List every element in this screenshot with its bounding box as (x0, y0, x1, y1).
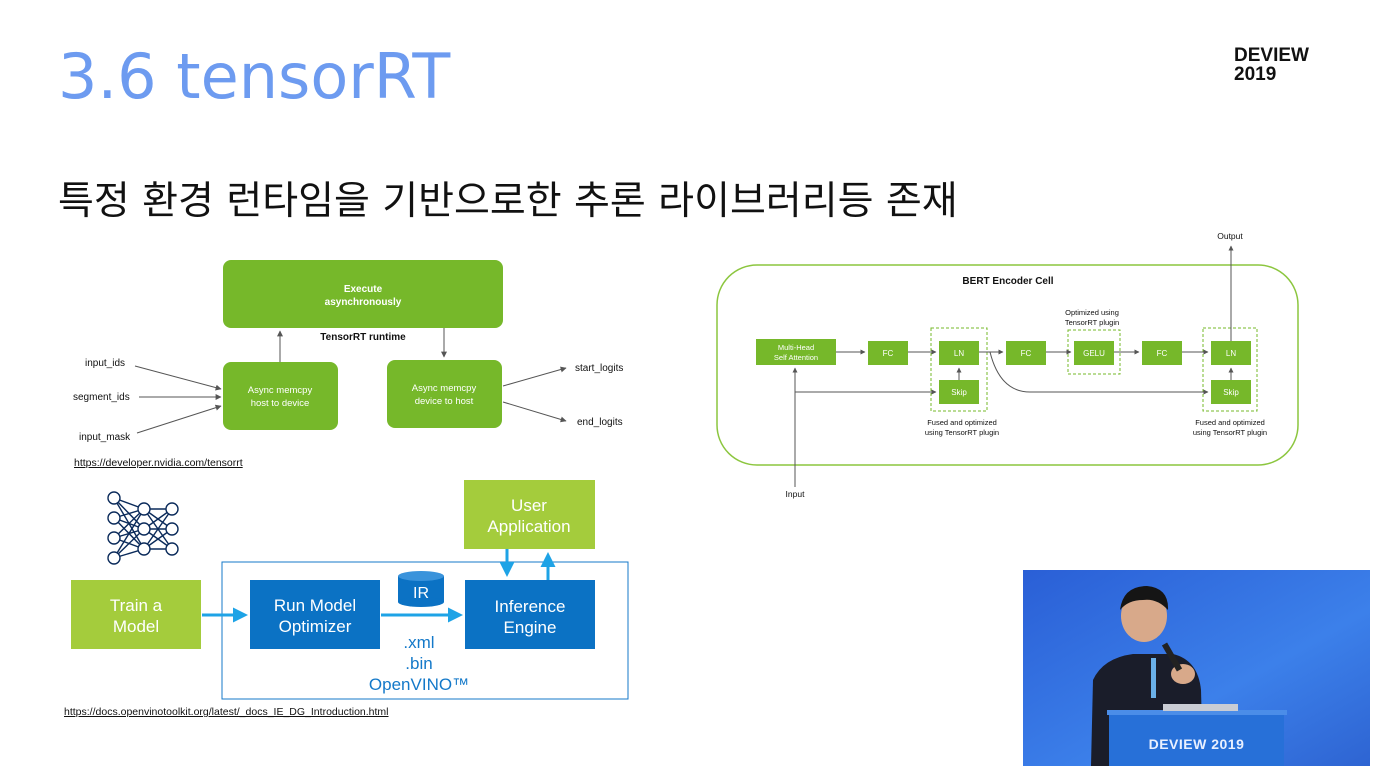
tensorrt-link[interactable]: https://developer.nvidia.com/tensorrt (74, 457, 243, 469)
dashed-group-2 (1202, 327, 1258, 412)
openvino-diagram: Train a Model Run Model Optimizer Infere… (71, 480, 629, 700)
ir-database-icon (398, 571, 444, 607)
d2h-label-1: Async memcpy (412, 383, 477, 394)
gelu-box (1074, 341, 1114, 365)
gelu-label: GELU (1083, 349, 1105, 358)
arrow-start-logits (502, 366, 567, 387)
d2h-label-2: device to host (415, 396, 474, 407)
execute-box (223, 260, 503, 328)
podium-text: DEVIEW 2019 (1148, 736, 1245, 752)
arrow-end-logits (502, 401, 567, 423)
bin-label: .bin (405, 654, 432, 673)
inference-label-2: Engine (504, 618, 557, 637)
inference-engine-box (465, 580, 595, 649)
neural-network-icon (107, 491, 179, 565)
fused-label-1a: Fused and optimized (927, 418, 997, 427)
fc-box-3 (1142, 341, 1182, 365)
optimized-label-2: TensorRT plugin (1065, 318, 1119, 327)
output-label: Output (1217, 231, 1243, 241)
slide-subtitle: 특정 환경 런타임을 기반으로한 추론 라이브러리등 존재 (58, 179, 958, 224)
speaker-head (1121, 590, 1167, 642)
dashed-group-1 (930, 327, 988, 412)
optimizer-label-1: Run Model (274, 596, 356, 615)
optimizer-label-2: Optimizer (279, 617, 352, 636)
skip-label-2: Skip (1223, 388, 1239, 397)
ln-label-1: LN (954, 349, 964, 358)
mha-label-1: Multi-Head (778, 343, 814, 352)
execute-label-2: asynchronously (325, 297, 402, 308)
user-application-box (464, 480, 595, 549)
input-ids-label: input_ids (85, 358, 125, 369)
skip-label-1: Skip (951, 388, 967, 397)
h2d-label-1: Async memcpy (248, 385, 313, 396)
bert-cell-frame (716, 264, 1299, 466)
deview-logo: DEVIEW 2019 (1234, 46, 1309, 84)
segment-ids-label: segment_ids (73, 392, 130, 403)
logo-line-2: 2019 (1234, 64, 1277, 85)
ln-box-2 (1211, 341, 1251, 365)
openvino-brand: OpenVINO™ (369, 675, 469, 694)
user-label-2: Application (487, 517, 570, 536)
execute-label-1: Execute (344, 284, 383, 295)
mha-label-2: Self Attention (774, 353, 818, 362)
bert-encoder-diagram: BERT Encoder Cell Output Input Multi-Hea… (716, 231, 1299, 499)
fc-box-2 (1006, 341, 1046, 365)
openvino-frame (221, 561, 629, 700)
skip-box-2 (1211, 380, 1251, 404)
fused-label-2a: Fused and optimized (1195, 418, 1265, 427)
model-optimizer-box (250, 580, 380, 649)
fused-label-1b: using TensorRT plugin (925, 428, 999, 437)
fc-label-3: FC (1157, 349, 1168, 358)
fc-label-2: FC (1021, 349, 1032, 358)
microphone (1161, 642, 1183, 672)
skip-box-1 (939, 380, 979, 404)
end-logits-label: end_logits (577, 417, 623, 428)
h2d-label-2: host to device (251, 398, 310, 409)
podium (1109, 713, 1284, 766)
user-label-1: User (511, 496, 547, 515)
fused-label-2b: using TensorRT plugin (1193, 428, 1267, 437)
laptop (1163, 704, 1238, 711)
arrow-input-ids (134, 365, 222, 391)
arrow-input-mask (136, 404, 222, 434)
xml-label: .xml (403, 633, 434, 652)
h2d-box (223, 362, 338, 430)
speaker-scene (1023, 570, 1370, 766)
train-label-1: Train a (110, 596, 163, 615)
openvino-link[interactable]: https://docs.openvinotoolkit.org/latest/… (64, 706, 389, 718)
optimized-label-1: Optimized using (1065, 308, 1119, 317)
train-model-box (71, 580, 201, 649)
tensorrt-runtime-diagram: Execute asynchronously TensorRT runtime … (73, 260, 623, 443)
ln-label-2: LN (1226, 349, 1236, 358)
slide-title: 3.6 tensorRT (58, 40, 451, 113)
d2h-box (387, 360, 502, 428)
train-label-2: Model (113, 617, 159, 636)
start-logits-label: start_logits (575, 363, 623, 374)
fc-box-1 (868, 341, 908, 365)
input-mask-label: input_mask (79, 432, 131, 443)
podium-top (1107, 710, 1287, 715)
logo-line-1: DEVIEW (1234, 45, 1309, 66)
speaker-video: DEVIEW 2019 (1023, 570, 1370, 766)
runtime-label: TensorRT runtime (320, 332, 406, 343)
bert-arrows (792, 245, 1234, 487)
fc-label-1: FC (883, 349, 894, 358)
lanyard (1151, 658, 1156, 698)
ln-box-1 (939, 341, 979, 365)
ir-label: IR (413, 585, 429, 602)
bert-title: BERT Encoder Cell (962, 276, 1053, 287)
mha-box (756, 339, 836, 365)
speaker-hair (1120, 586, 1169, 610)
input-label: Input (786, 489, 806, 499)
inference-label-1: Inference (495, 597, 566, 616)
